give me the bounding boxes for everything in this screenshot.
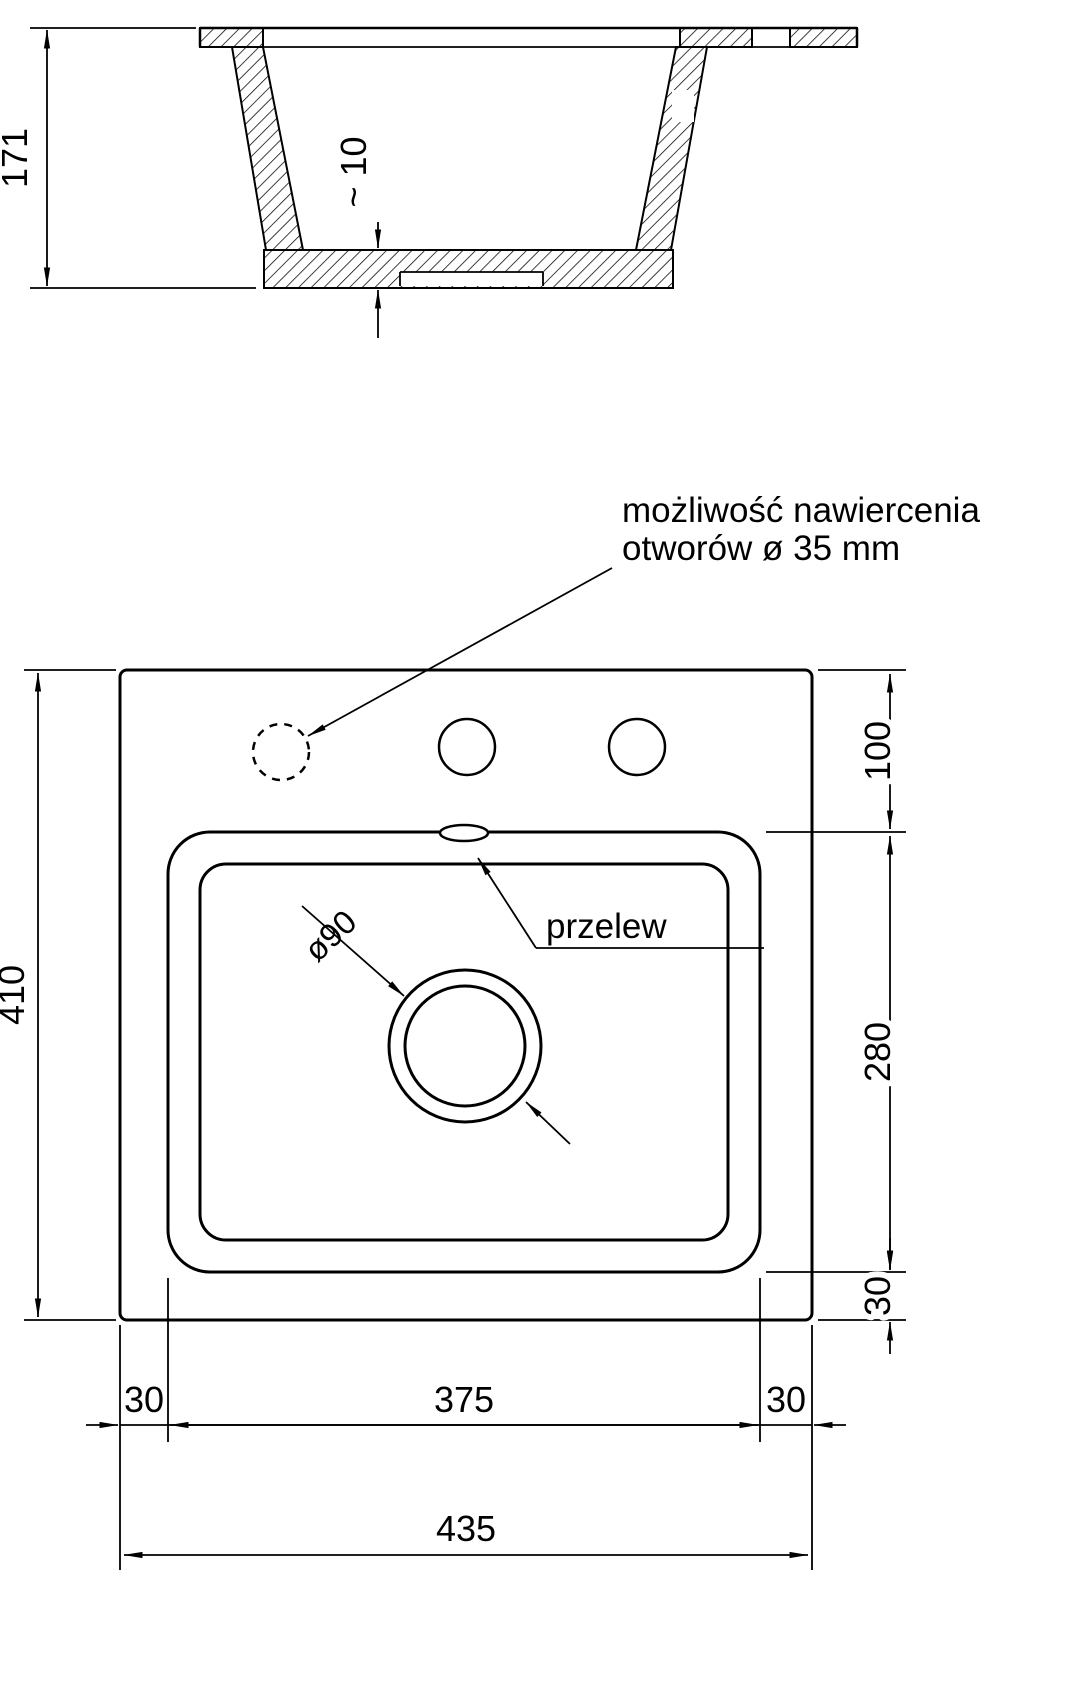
- drain-inner-circle: [403, 984, 527, 1108]
- flange-left-hatch: [199, 27, 264, 48]
- tap-hole-right: [607, 717, 667, 777]
- sink-outline: [118, 668, 814, 1322]
- dim-280-label: 280: [857, 1022, 898, 1082]
- overflow-callout: przelew: [477, 857, 764, 949]
- annotation-line2: otworów ø 35 mm: [622, 529, 900, 568]
- dim-100-label: 100: [857, 721, 898, 781]
- drain-outer-circle: [387, 968, 543, 1124]
- drain-recess-outline: [399, 271, 544, 286]
- annotation-line1: możliwość nawiercenia: [622, 491, 980, 530]
- overflow-ellipse: [438, 823, 490, 843]
- dim-280: 280: [851, 835, 904, 1270]
- left-wall-section: [230, 46, 305, 251]
- dim-30-margin-right-label: 30: [766, 1379, 806, 1420]
- annotation-drill-holes: możliwość nawiercenia otworów ø 35 mm: [307, 491, 980, 737]
- tap-hole-center: [437, 717, 497, 777]
- top-view: możliwość nawiercenia otworów ø 35 mm pr…: [0, 491, 980, 1570]
- section-view: 171 ~ 10: [0, 26, 859, 338]
- overflow-label: przelew: [546, 907, 667, 946]
- dim-30-left-label: 30: [124, 1379, 164, 1420]
- optional-hole-dashed: [251, 722, 311, 782]
- dim-435-label: 435: [436, 1508, 496, 1549]
- dim-row-bowl-width: 30 375 30: [86, 1379, 846, 1429]
- dim-30-right: 30: [851, 1238, 904, 1354]
- right-wall-section: [634, 46, 709, 251]
- dim-30-right-label: 30: [857, 1276, 898, 1316]
- flange-right-hatch-a: [679, 27, 753, 48]
- overflow-leader-arrow: [477, 857, 537, 949]
- dim-410: 410: [0, 669, 116, 1321]
- bowl-inner-rim: [198, 862, 730, 1242]
- dim-375-label: 375: [434, 1379, 494, 1420]
- flange-right-hatch-b: [789, 27, 858, 48]
- drain-diameter-callout: ø90: [297, 903, 571, 1145]
- bowl-outer-rim: [166, 830, 762, 1274]
- dim-10-label: ~ 10: [333, 136, 374, 207]
- annotation-leader-arrow: [307, 567, 613, 737]
- dim-435: 435: [123, 1508, 809, 1559]
- dim-100: 100: [851, 673, 904, 830]
- drain-recess: [400, 272, 543, 286]
- dim-171-label: 171: [0, 128, 35, 188]
- drain-diameter-label: ø90: [297, 903, 364, 969]
- diameter-arrow-upper: [301, 905, 405, 997]
- diameter-arrow-lower: [525, 1101, 571, 1145]
- clamp-slot: [672, 90, 694, 122]
- dim-10: ~ 10: [333, 136, 382, 338]
- flange-end-lines: [198, 28, 859, 47]
- dim-410-label: 410: [0, 965, 32, 1025]
- dim-171: 171: [0, 27, 256, 289]
